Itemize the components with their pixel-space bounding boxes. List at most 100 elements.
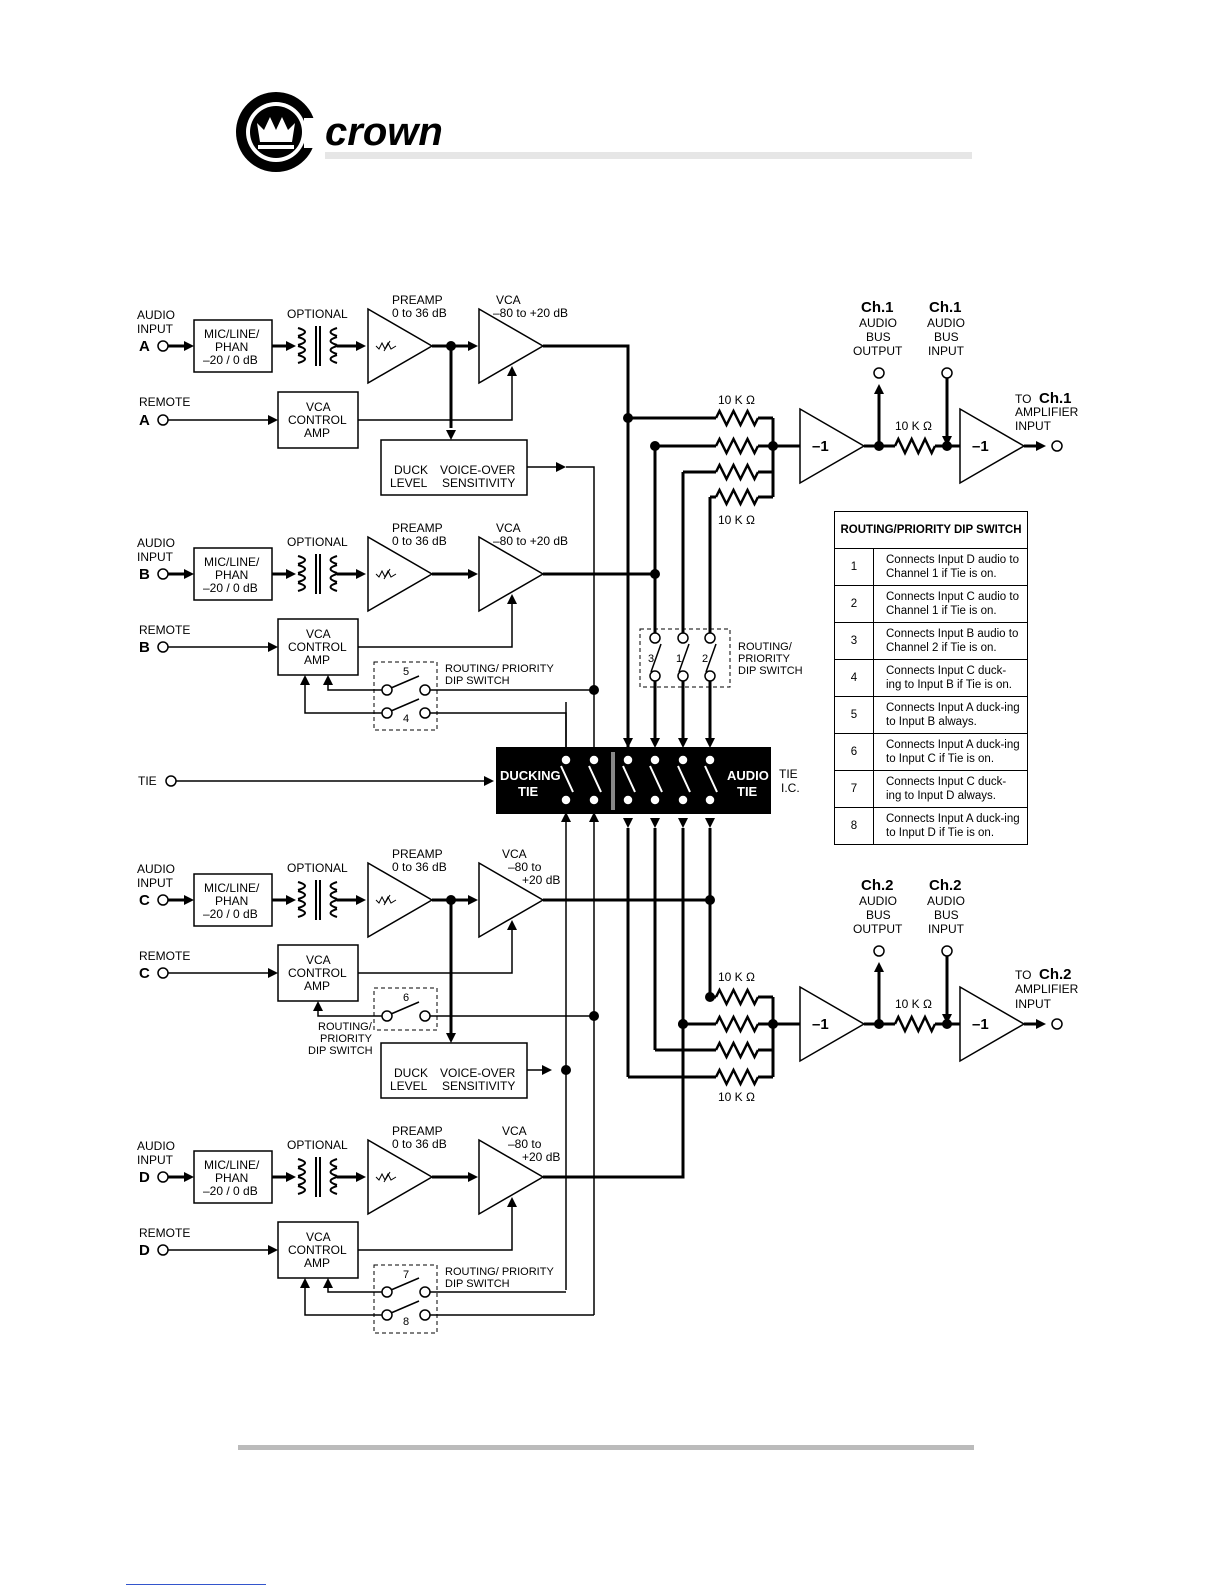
terminal [165, 775, 177, 787]
arrow-down-icon [942, 436, 952, 446]
diagram-label: PHAN [215, 894, 248, 908]
diagram-label: –80 to [508, 1137, 542, 1151]
audio-input-a-label-2: INPUT [137, 322, 174, 336]
diagram-label: –20 / 0 dB [203, 353, 258, 367]
svg-text:Ch.2: Ch.2 [1039, 966, 1072, 983]
dip-description: Connects Input A duck-ing to Input B alw… [873, 696, 1028, 734]
svg-text:BUS: BUS [934, 330, 959, 344]
resistor-icon [714, 487, 760, 507]
arrow-right-icon [356, 895, 366, 905]
svg-text:DIP SWITCH: DIP SWITCH [445, 1278, 510, 1290]
svg-text:AUDIO: AUDIO [859, 894, 897, 908]
dip-number: 7 [834, 770, 874, 808]
header-rule [325, 152, 972, 159]
terminal [677, 754, 689, 766]
svg-text:AUDIO: AUDIO [927, 894, 965, 908]
svg-text:AUDIO: AUDIO [859, 316, 897, 330]
arrow-right-icon [556, 462, 566, 472]
svg-text:TIE: TIE [779, 767, 798, 781]
diagram-label: VCA [306, 953, 331, 967]
inverter-triangle [959, 985, 1026, 1063]
diagram-label: 0 to 36 dB [392, 534, 447, 548]
arrow-up-icon [507, 920, 517, 930]
arrow-up-icon [507, 594, 517, 604]
svg-text:7: 7 [403, 1269, 409, 1281]
inverter-triangle [799, 407, 866, 485]
svg-text:TIE: TIE [737, 784, 758, 799]
diagram-label: 10 K Ω [718, 970, 755, 984]
arrow-down-icon [650, 738, 660, 748]
transformer-icon [297, 880, 338, 920]
terminal [588, 754, 600, 766]
terminal [588, 794, 600, 806]
terminal [677, 670, 689, 682]
terminal [622, 794, 634, 806]
pot-wiper-icon [383, 1171, 391, 1183]
terminal [419, 1286, 431, 1298]
diagram-label: 10 K Ω [895, 419, 932, 433]
terminal [419, 684, 431, 696]
diagram-label: CONTROL [288, 966, 347, 980]
vca-control-box [277, 944, 359, 1002]
wire [327, 1288, 382, 1293]
terminal [560, 754, 572, 766]
channel-a-letter: A [139, 338, 150, 355]
arrow-right-icon [356, 1172, 366, 1182]
dip-number: 8 [834, 807, 874, 845]
vca-control-box [277, 1221, 359, 1279]
svg-text:VOICE-OVER: VOICE-OVER [440, 463, 516, 477]
preamp-triangle [367, 1138, 434, 1216]
diagram-label: –1 [972, 438, 989, 455]
svg-text:TO: TO [1015, 968, 1031, 982]
diagram-label: 10 K Ω [718, 1090, 755, 1104]
diagram-label: VCA [306, 627, 331, 641]
dip-number: 3 [834, 622, 874, 660]
pot-wiper-icon [383, 340, 391, 352]
terminal [873, 945, 885, 957]
svg-text:PRIORITY: PRIORITY [738, 653, 791, 665]
svg-text:AUDIO: AUDIO [137, 862, 175, 876]
wire [304, 685, 382, 714]
diagram-label: VCA [306, 400, 331, 414]
svg-text:BUS: BUS [866, 330, 891, 344]
arrow-up-icon [507, 1197, 517, 1207]
wire [430, 712, 567, 750]
resistor-icon [714, 462, 760, 482]
diagram-label: PREAMP [392, 293, 443, 307]
wire [327, 685, 382, 691]
arrow-right-icon [468, 895, 478, 905]
svg-text:BUS: BUS [934, 908, 959, 922]
arrow-right-icon [286, 895, 296, 905]
diagram-label: PHAN [215, 568, 248, 582]
arrow-up-icon [300, 1278, 310, 1288]
arrow-right-icon [184, 569, 194, 579]
svg-text:REMOTE: REMOTE [139, 623, 190, 637]
resistor-icon [714, 436, 760, 456]
svg-text:OUTPUT: OUTPUT [853, 922, 903, 936]
svg-text:AUDIO: AUDIO [137, 536, 175, 550]
wire [358, 928, 513, 974]
diagram-label: VCA [496, 293, 521, 307]
svg-text:C: C [139, 892, 150, 909]
terminal [704, 632, 716, 644]
terminal [157, 414, 169, 426]
svg-text:Ch.2: Ch.2 [929, 877, 962, 894]
svg-text:1: 1 [676, 653, 682, 665]
arrow-up-icon [507, 366, 517, 376]
diagram-label: –1 [972, 1016, 989, 1033]
dip-labels: ROUTING/ PRIORITY DIP SWITCH ROUTING/ PR… [308, 641, 803, 1328]
svg-text:INPUT: INPUT [137, 550, 174, 564]
arrow-up-icon [323, 1278, 333, 1288]
resistor-icon [893, 436, 937, 456]
diagram-label: 10 K Ω [895, 997, 932, 1011]
diagram-label: –1 [812, 438, 829, 455]
svg-text:AUDIO: AUDIO [927, 316, 965, 330]
arrow-down-icon [705, 738, 715, 748]
tie-ic: DUCKING TIE AUDIO TIE TIE I.C. TIE [138, 747, 800, 814]
diagram-label: –20 / 0 dB [203, 1184, 258, 1198]
diagram-label: VCA [496, 521, 521, 535]
dip-description: Connects Input A duck-ing to Input C if … [873, 733, 1028, 771]
